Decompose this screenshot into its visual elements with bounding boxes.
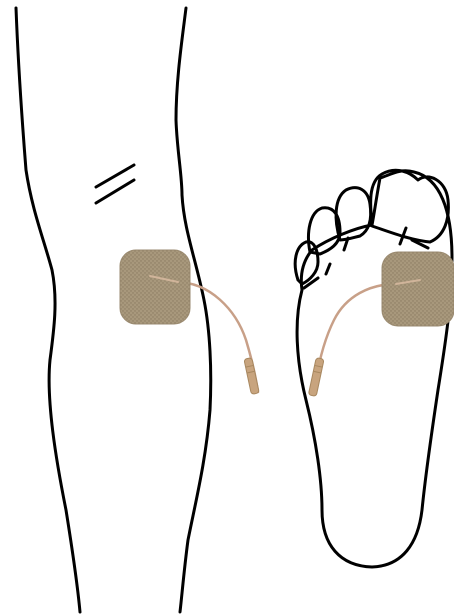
leg-electrode — [120, 250, 259, 394]
wire-connector-icon — [308, 358, 324, 397]
electrode-pad-icon — [382, 252, 454, 326]
toe-third — [309, 208, 341, 254]
toe-crease — [326, 264, 330, 274]
electrode-pad-icon — [120, 250, 190, 324]
wire-connector-icon — [244, 358, 259, 395]
toe-fourth — [295, 242, 318, 284]
foot-electrode — [308, 252, 454, 396]
leg-left-edge — [16, 8, 80, 612]
toe-big — [371, 170, 449, 242]
